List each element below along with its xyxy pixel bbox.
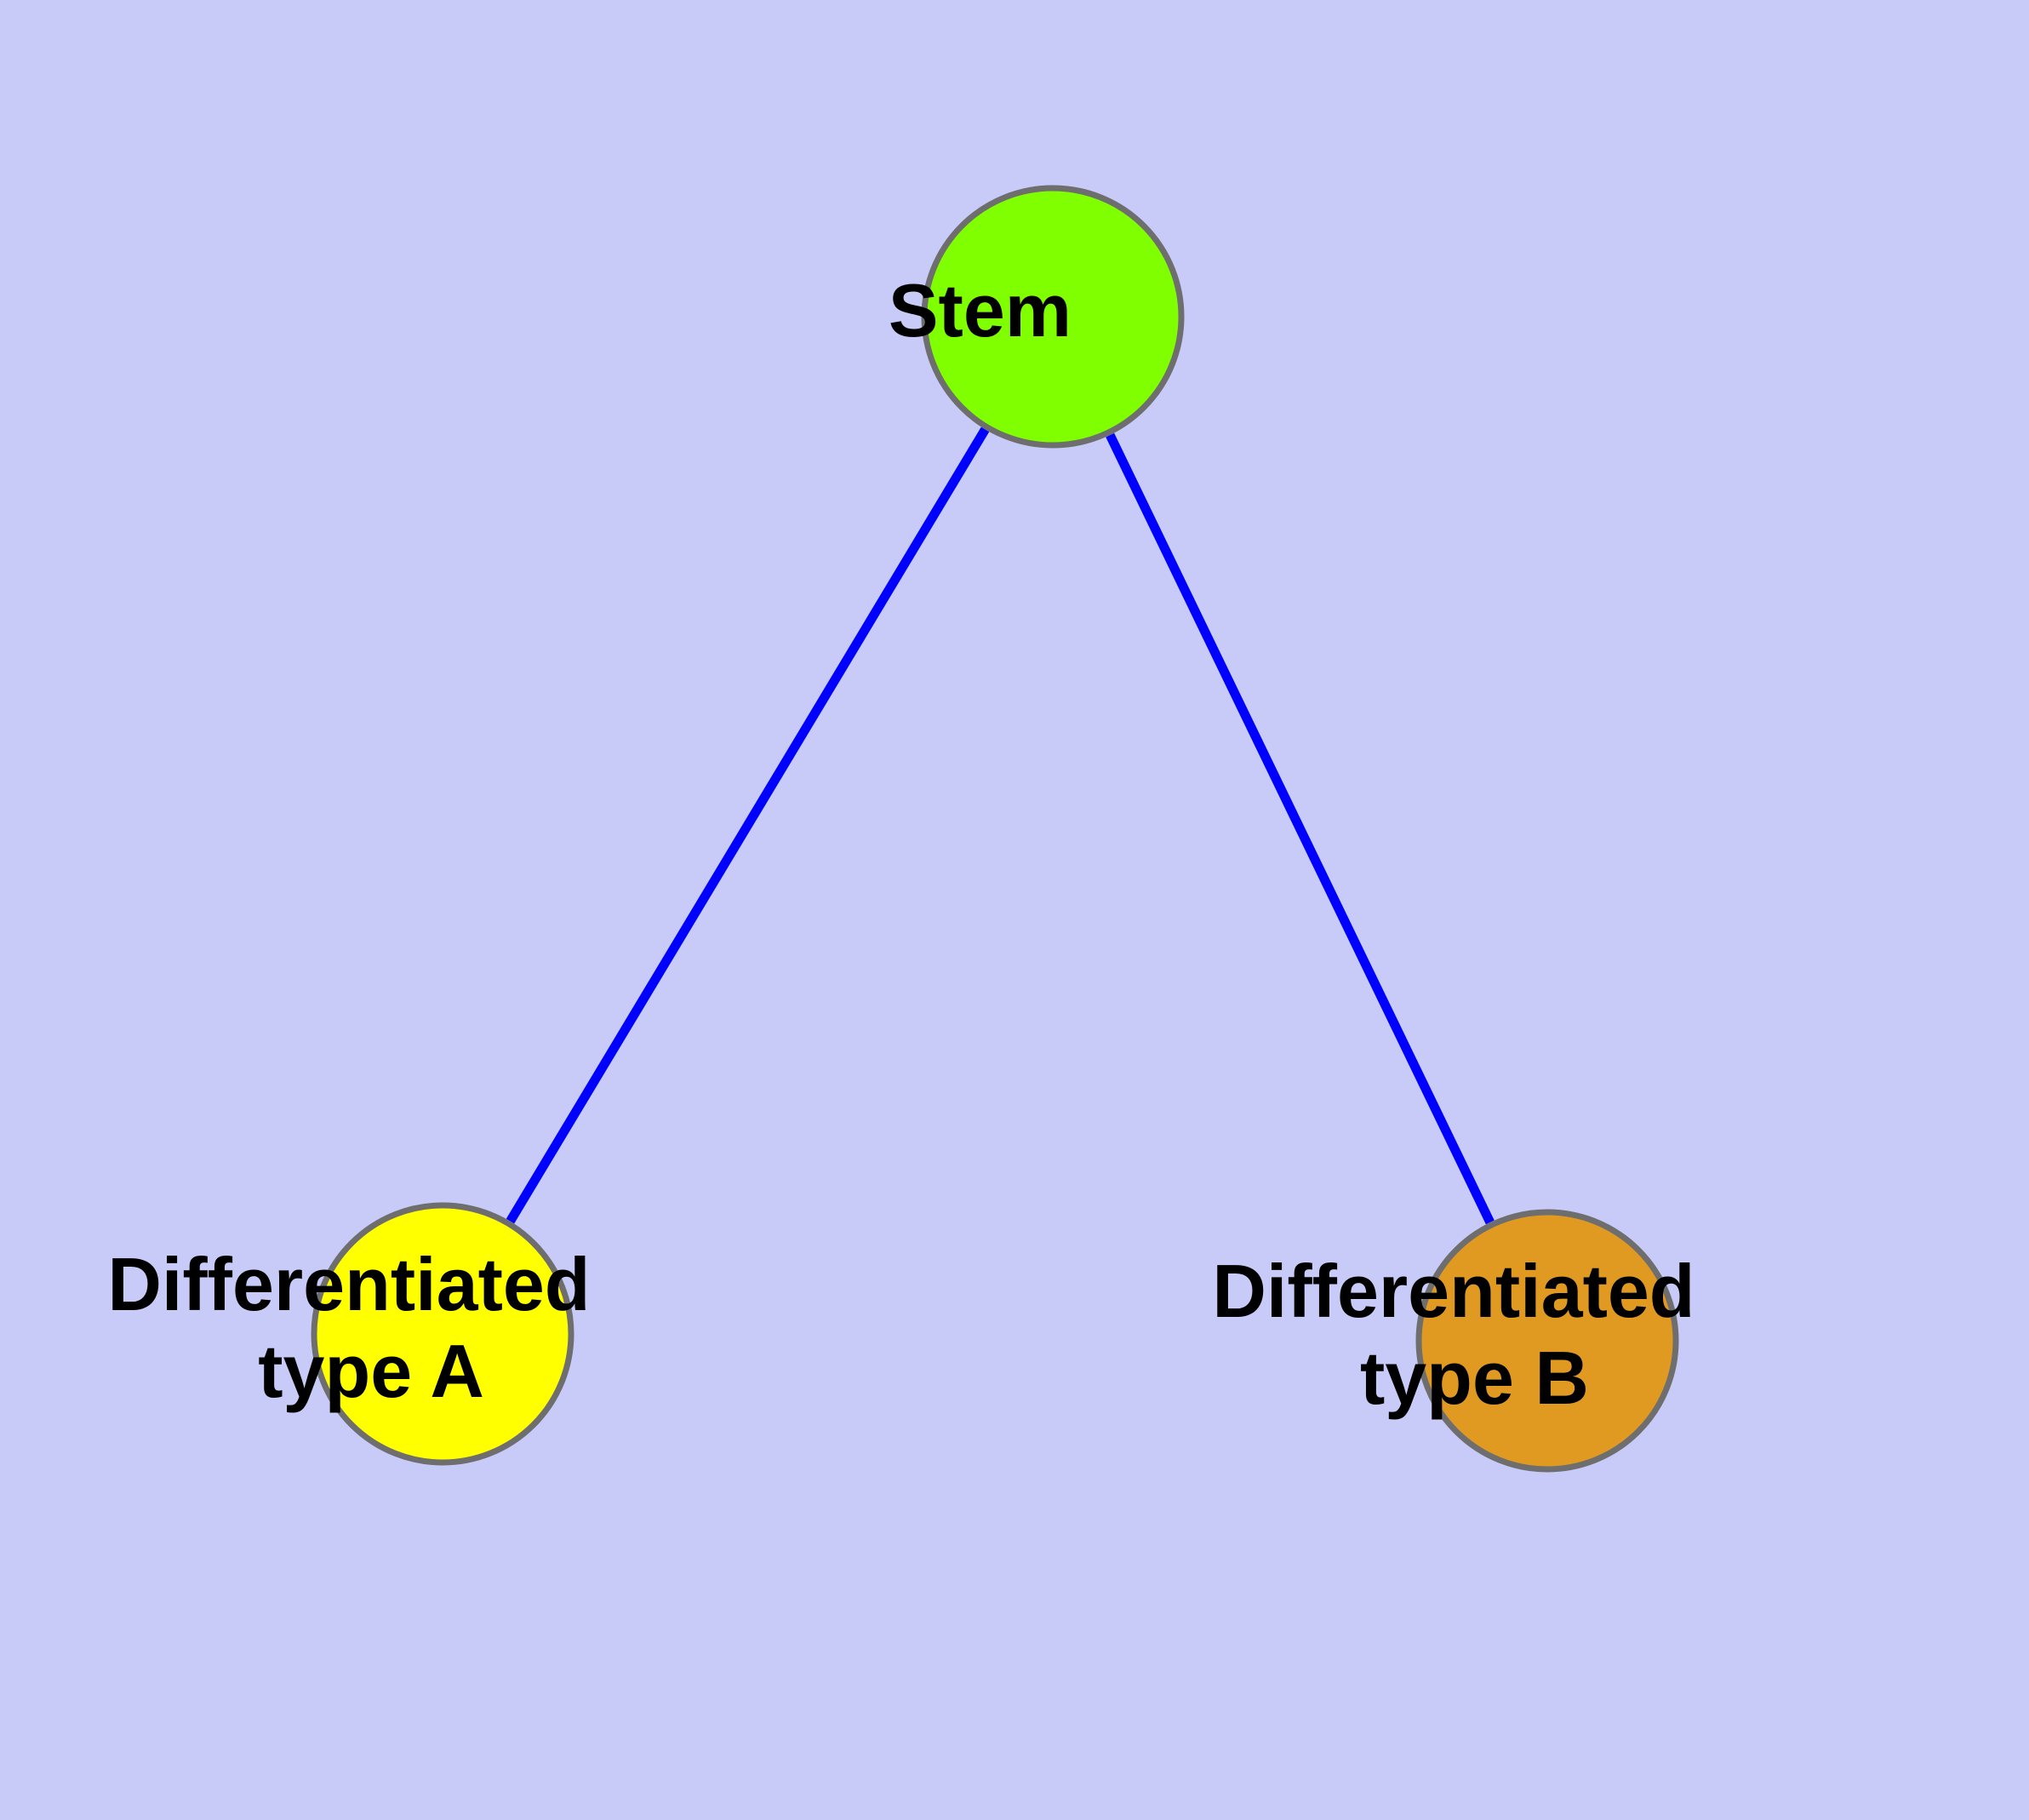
node-stem[interactable] <box>921 185 1185 449</box>
node-stem-label: Stem <box>889 268 1217 352</box>
node-differentiated-type-b-label-line-1: Differentiated <box>1212 1249 1695 1333</box>
label-layer: Stem Differentiated type A Differentiate… <box>107 268 1882 1420</box>
edge-layer <box>506 426 1495 1225</box>
node-differentiated-type-a[interactable] <box>311 1202 574 1466</box>
node-stem-label-line-1: Stem <box>889 268 1072 352</box>
node-differentiated-type-a-circle[interactable] <box>311 1202 574 1466</box>
node-differentiated-type-b[interactable] <box>1415 1209 1679 1473</box>
node-differentiated-type-b-label: Differentiated type B <box>1212 1249 1882 1420</box>
node-stem-circle[interactable] <box>921 185 1185 449</box>
node-differentiated-type-a-label-line-1: Differentiated <box>107 1242 590 1326</box>
node-layer <box>311 185 1679 1473</box>
node-differentiated-type-a-label: Differentiated type A <box>107 1242 777 1413</box>
edge-stem-to-differentiated-type-a[interactable] <box>506 426 990 1224</box>
edge-stem-to-differentiated-type-b[interactable] <box>1106 432 1495 1225</box>
node-differentiated-type-b-circle[interactable] <box>1415 1209 1679 1473</box>
node-differentiated-type-b-label-line-2: type B <box>1360 1336 1589 1420</box>
node-differentiated-type-a-label-line-2: type A <box>258 1329 483 1413</box>
